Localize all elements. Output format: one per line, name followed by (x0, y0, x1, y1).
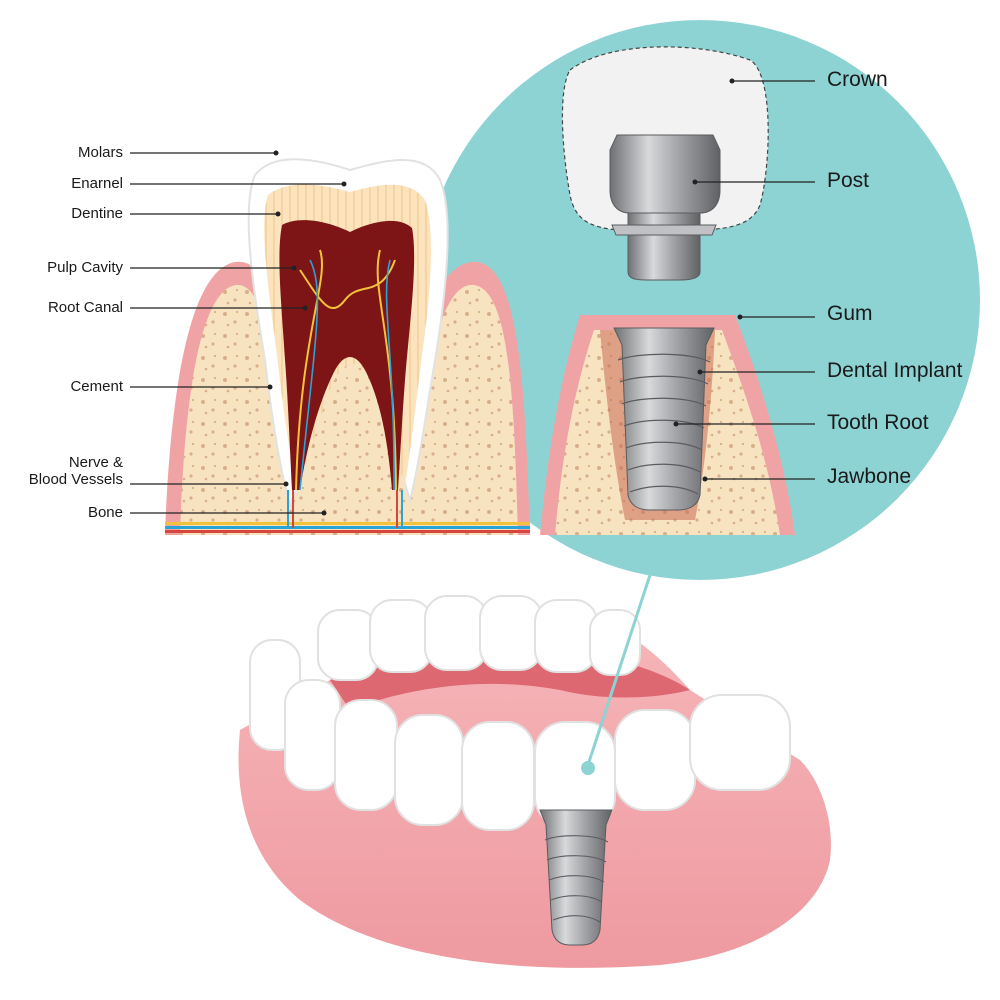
label-jawbone: Jawbone (827, 465, 912, 488)
jaw-implant-screw (539, 809, 613, 946)
label-dentine: Dentine (71, 205, 123, 222)
label-gum: Gum (827, 302, 873, 325)
label-crown: Crown (827, 68, 888, 91)
post-shape (609, 134, 721, 214)
label-nerve-line2: Blood Vessels (28, 471, 123, 489)
left-leader-lines (130, 152, 342, 514)
label-pulp-cavity: Pulp Cavity (47, 259, 123, 276)
tooth (334, 699, 398, 811)
zoom-pointer-dot (581, 761, 595, 775)
label-cement: Cement (70, 378, 123, 395)
tooth (424, 595, 488, 671)
zoom-pointer-line (586, 574, 652, 766)
implant-screw (613, 327, 715, 511)
tooth (534, 599, 598, 673)
tooth-cross-section (165, 158, 530, 535)
label-bone: Bone (87, 504, 123, 521)
tooth (589, 609, 641, 676)
tooth (461, 721, 535, 831)
tooth (614, 709, 696, 811)
label-molars: Molars (77, 144, 123, 161)
tooth (479, 595, 543, 671)
label-tooth-root: Tooth Root (827, 411, 929, 434)
pulp-cavity (279, 220, 415, 490)
tooth (689, 694, 791, 791)
lower-jaw (238, 595, 831, 968)
label-post: Post (827, 169, 870, 192)
right-leader-lines (676, 80, 815, 480)
implant-parts (540, 46, 795, 535)
label-nerve-line1: Nerve & (68, 454, 123, 471)
label-dental-implant: Dental Implant (827, 359, 963, 382)
tooth (284, 679, 341, 791)
label-root-canal: Root Canal (47, 299, 123, 316)
tooth (369, 599, 433, 673)
label-nerve-blood-vessels: Nerve & Blood Vessels (29, 454, 123, 489)
tooth (394, 714, 464, 826)
label-enamel: Enarnel (71, 175, 123, 192)
